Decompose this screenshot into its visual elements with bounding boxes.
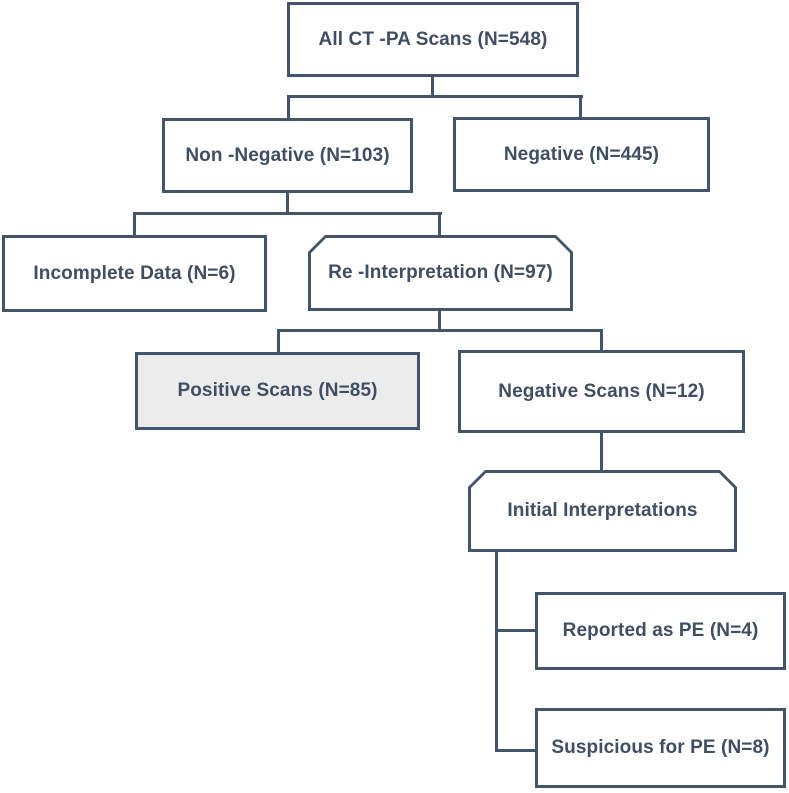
connector-row3-crossbar	[133, 212, 442, 215]
connector-allscans-stem	[431, 76, 434, 98]
connector-to-suspicious-pe	[495, 749, 537, 752]
node-positive-scans-label: Positive Scans (N=85)	[177, 380, 378, 401]
node-reported-as-pe: Reported as PE (N=4)	[535, 592, 786, 670]
node-negative-scans-label: Negative Scans (N=12)	[498, 380, 705, 402]
connector-to-negative-scans	[600, 329, 603, 353]
node-non-negative: Non -Negative (N=103)	[162, 118, 413, 193]
connector-to-incomplete	[133, 212, 136, 238]
connector-to-reported-pe	[495, 629, 537, 632]
connector-row2-crossbar	[287, 95, 583, 98]
node-all-ct-pa-scans-label: All CT -PA Scans (N=548)	[318, 28, 548, 50]
node-negative-scans: Negative Scans (N=12)	[458, 350, 745, 433]
connector-to-initial-interpretations	[600, 432, 603, 472]
connector-non-negative-stem	[286, 192, 289, 215]
connector-to-negative	[579, 95, 582, 120]
node-re-interpretation-fill: Re -Interpretation (N=97)	[311, 238, 570, 308]
connector-re-interp-stem	[438, 310, 441, 332]
node-suspicious-for-pe-label: Suspicious for PE (N=8)	[551, 737, 770, 758]
connector-to-re-interpretation	[438, 212, 441, 238]
node-suspicious-for-pe: Suspicious for PE (N=8)	[535, 708, 786, 788]
node-initial-interpretations-fill: Initial Interpretations	[471, 473, 734, 549]
connector-to-positive-scans	[277, 329, 280, 355]
node-negative-label: Negative (N=445)	[503, 143, 660, 165]
connector-to-non-negative	[287, 95, 290, 121]
node-negative: Negative (N=445)	[453, 117, 710, 192]
connector-initial-interp-trunk	[495, 551, 498, 752]
node-re-interpretation-label: Re -Interpretation (N=97)	[328, 262, 553, 283]
node-initial-interpretations-label: Initial Interpretations	[507, 500, 698, 521]
node-non-negative-label: Non -Negative (N=103)	[185, 144, 390, 166]
node-incomplete-data-label: Incomplete Data (N=6)	[33, 262, 236, 284]
connector-row4-crossbar	[277, 329, 603, 332]
node-positive-scans: Positive Scans (N=85)	[135, 352, 420, 430]
node-all-ct-pa-scans: All CT -PA Scans (N=548)	[287, 2, 579, 77]
node-re-interpretation: Re -Interpretation (N=97)	[308, 235, 573, 311]
node-reported-as-pe-label: Reported as PE (N=4)	[562, 620, 759, 641]
node-incomplete-data: Incomplete Data (N=6)	[2, 235, 267, 312]
node-initial-interpretations: Initial Interpretations	[468, 470, 737, 552]
